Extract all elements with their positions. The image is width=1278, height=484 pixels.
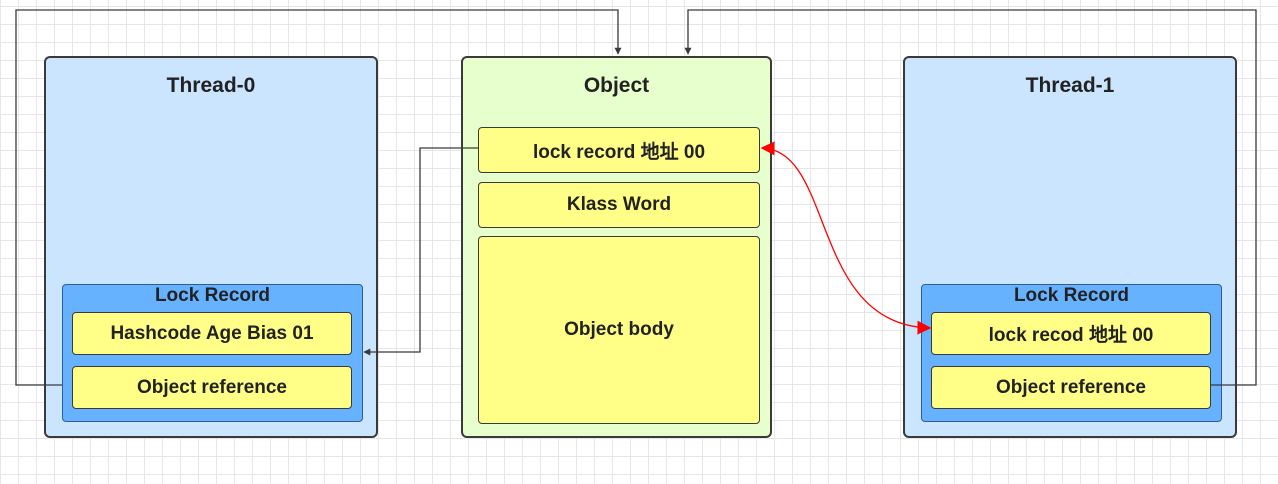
- thread-1-lock-record-title: Lock Record: [1013, 285, 1130, 306]
- thread-1-object-reference-connector: [684, 9, 1257, 386]
- object-body-field: Object body: [478, 236, 760, 424]
- cas-swap-arrow: [760, 141, 932, 335]
- thread-1-lock-record-address-field: lock recod 地址 00: [931, 312, 1211, 355]
- thread-0-title: Thread-0: [166, 74, 256, 97]
- thread-0-panel: Thread-0 Lock Record Hashcode Age Bias 0…: [44, 56, 378, 438]
- thread-0-hashcode-field: Hashcode Age Bias 01: [72, 312, 352, 355]
- thread-1-panel: Thread-1 Lock Record lock recod 地址 00 Ob…: [903, 56, 1237, 438]
- object-klass-word-field: Klass Word: [478, 182, 760, 228]
- object-title: Object: [583, 74, 650, 97]
- object-panel: Object lock record 地址 00 Klass Word Obje…: [461, 56, 772, 438]
- object-mark-word-field: lock record 地址 00: [478, 127, 760, 173]
- thread-1-title: Thread-1: [1025, 74, 1115, 97]
- thread-1-lock-record: Lock Record lock recod 地址 00 Object refe…: [921, 284, 1222, 422]
- thread-0-lock-record-title: Lock Record: [154, 285, 271, 306]
- thread-0-lock-record: Lock Record Hashcode Age Bias 01 Object …: [62, 284, 363, 422]
- thread-0-object-reference-field: Object reference: [72, 366, 352, 409]
- thread-1-object-reference-field: Object reference: [931, 366, 1211, 409]
- thread-0-object-reference-connector: [15, 9, 622, 386]
- mark-word-to-thread-0-connector: [363, 147, 478, 356]
